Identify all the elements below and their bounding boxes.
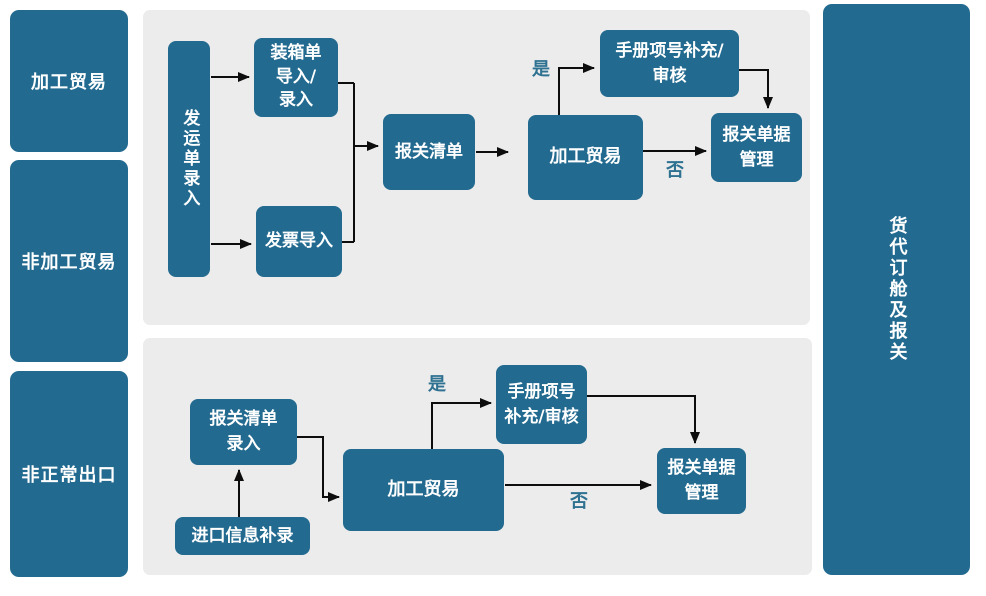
lane-freight-booking-customs: 货代订舱及报关	[823, 4, 970, 575]
label-no-top: 否	[666, 160, 684, 181]
connector-declaration-entry-to-processing-trade	[297, 436, 340, 502]
node-declaration-list-entry: 报关清单 录入	[190, 399, 297, 465]
node-processing-trade-bottom: 加工贸易	[343, 449, 504, 531]
node-invoice-import: 发票导入	[256, 206, 342, 277]
node-doc-management-top: 报关单据 管理	[711, 113, 802, 182]
node-doc-management-bottom: 报关单据 管理	[657, 448, 746, 514]
node-shipping-order-entry: 发运单录入	[168, 41, 210, 277]
node-processing-trade-top: 加工贸易	[528, 115, 643, 200]
connector-manual-item-to-doc-management	[739, 69, 773, 109]
node-manual-item-supplement-top: 手册项号补充/ 审核	[600, 30, 739, 97]
label-yes-bottom: 是	[428, 374, 446, 395]
connector-yes-to-manual-item	[558, 63, 595, 115]
lane-freight-booking-customs-label: 货代订舱及报关	[886, 216, 908, 363]
label-no-bottom: 否	[570, 491, 588, 512]
lane-non-processing-trade: 非加工贸易	[10, 160, 128, 362]
node-shipping-order-entry-label: 发运单录入	[179, 109, 200, 209]
lane-abnormal-export: 非正常出口	[10, 371, 128, 577]
node-import-info-supplement: 进口信息补录	[175, 517, 310, 555]
node-manual-item-supplement-bottom: 手册项号 补充/审核	[496, 365, 587, 444]
connector-yes-to-manual-item-bottom	[431, 398, 492, 449]
lane-processing-trade: 加工贸易	[10, 10, 128, 152]
node-packing-list-import: 装箱单 导入/ 录入	[254, 38, 338, 117]
node-declaration-list: 报关清单	[383, 114, 475, 190]
connector-manual-item-to-doc-management-bottom	[587, 395, 700, 444]
label-yes-top: 是	[532, 59, 550, 80]
